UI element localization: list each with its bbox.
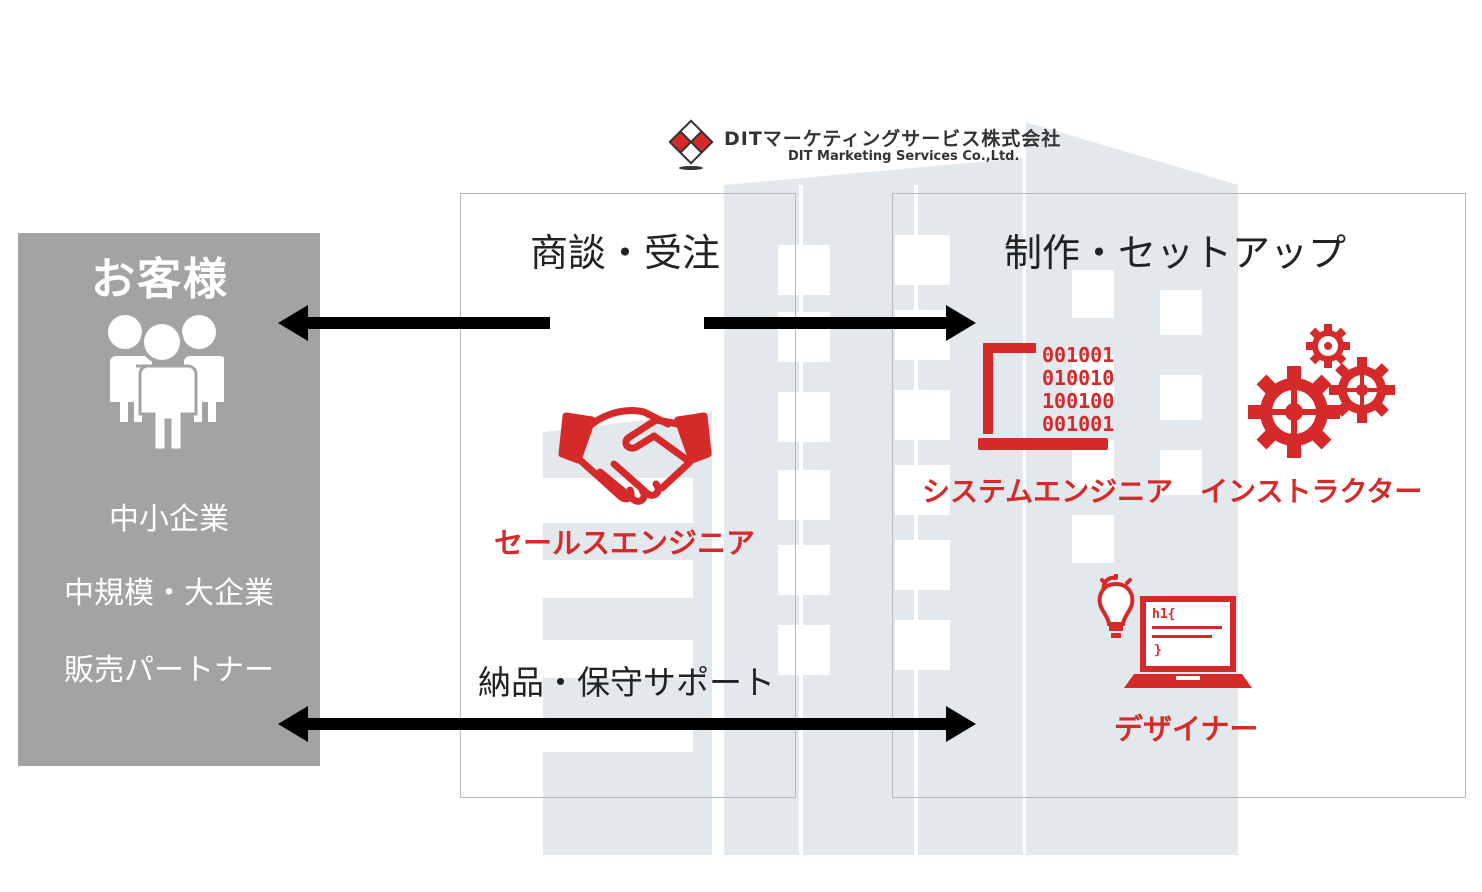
arrow-to-production (704, 317, 954, 329)
handshake-icon (558, 407, 712, 505)
sales-title: 商談・受注 (530, 231, 721, 275)
company-name-en: DIT Marketing Services Co.,Ltd. (788, 149, 1020, 164)
support-double-arrow (300, 718, 954, 730)
binary-line-1: 001001 (1042, 343, 1114, 367)
designer-laptop-icon: h1{ } (1097, 574, 1252, 688)
customer-item-small-business: 中小企業 (109, 502, 229, 537)
production-title: 制作・セットアップ (1004, 231, 1347, 275)
system-engineer-label: システムエンジニア (922, 475, 1174, 508)
company-logo-icon (668, 119, 714, 170)
binary-line-4: 001001 (1042, 412, 1114, 436)
company-name-ja: DITマーケティングサービス株式会社 (724, 128, 1062, 150)
sales-panel (460, 193, 796, 798)
customer-title: お客様 (91, 254, 229, 305)
binary-line-2: 010010 (1042, 366, 1114, 390)
customer-item-partner: 販売パートナー (64, 653, 274, 688)
arrow-to-customer (300, 317, 550, 329)
production-panel (892, 193, 1466, 798)
binary-line-3: 100100 (1042, 389, 1114, 413)
gears-icon (1248, 324, 1395, 458)
code-snippet-text: h1{ (1152, 607, 1175, 622)
designer-label: デザイナー (1114, 712, 1259, 746)
support-label: 納品・保守サポート (478, 663, 775, 702)
people-group-icon (104, 315, 224, 452)
binary-laptop-icon: 001001 010010 100100 001001 (978, 343, 1114, 450)
instructor-label: インストラクター (1200, 475, 1423, 508)
customer-item-enterprise: 中規模・大企業 (64, 576, 274, 611)
sales-engineer-label: セールスエンジニア (494, 526, 756, 560)
code-close-text: } (1154, 643, 1162, 658)
